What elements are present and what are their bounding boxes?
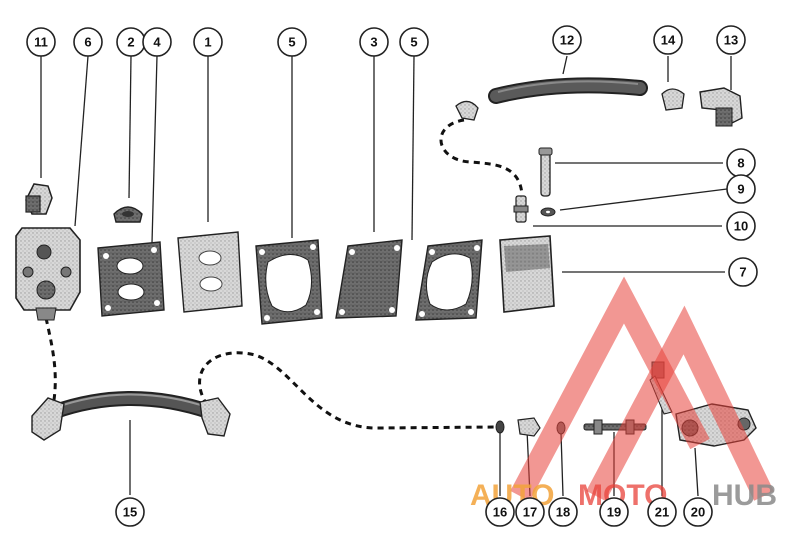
callout-circle bbox=[193, 27, 223, 57]
callout-circle bbox=[515, 497, 545, 527]
callout-circle bbox=[716, 25, 746, 55]
callout-c17: 17 bbox=[515, 497, 545, 527]
part-1-plate bbox=[177, 231, 243, 313]
callout-circle bbox=[142, 27, 172, 57]
callout-number: 2 bbox=[127, 35, 134, 50]
part-9-washer bbox=[540, 207, 556, 217]
callout-number: 5 bbox=[288, 35, 295, 50]
callout-number: 12 bbox=[560, 33, 574, 48]
callout-circle bbox=[653, 25, 683, 55]
callout-c5a: 5 bbox=[277, 27, 307, 57]
callout-c11: 11 bbox=[26, 27, 56, 57]
callout-circle bbox=[647, 497, 677, 527]
callout-c20: 20 bbox=[683, 497, 713, 527]
part-11-elbow-fitting bbox=[25, 183, 53, 215]
callout-circle bbox=[726, 211, 756, 241]
part-4-gasket bbox=[97, 241, 165, 317]
callout-circle bbox=[26, 27, 56, 57]
callout-number: 13 bbox=[724, 33, 738, 48]
part-7-cover bbox=[499, 235, 555, 313]
callout-number: 18 bbox=[556, 505, 570, 520]
callout-circle bbox=[726, 174, 756, 204]
callout-c14: 14 bbox=[653, 25, 683, 55]
callout-circle bbox=[115, 497, 145, 527]
part-2-cap bbox=[113, 206, 143, 223]
callout-c12: 12 bbox=[552, 25, 582, 55]
part-3-diaphragm bbox=[335, 239, 403, 319]
callout-circle bbox=[73, 27, 103, 57]
callout-c16: 16 bbox=[485, 497, 515, 527]
callout-circle bbox=[552, 25, 582, 55]
callout-c18: 18 bbox=[548, 497, 578, 527]
dashed-fuel-routes bbox=[44, 118, 524, 430]
part-15-lower-hose bbox=[31, 391, 231, 441]
callout-c15: 15 bbox=[115, 497, 145, 527]
part-12-hose bbox=[488, 77, 648, 104]
watermark-logo: AUTO MOTO HUB bbox=[470, 276, 777, 512]
part-13-elbow bbox=[699, 87, 743, 127]
callout-circle bbox=[359, 27, 389, 57]
callout-number: 9 bbox=[737, 182, 744, 197]
callout-c9: 9 bbox=[726, 174, 756, 204]
callout-c13: 13 bbox=[716, 25, 746, 55]
callout-number: 10 bbox=[734, 219, 748, 234]
callout-number: 3 bbox=[370, 35, 377, 50]
watermark-triangle-left bbox=[510, 276, 710, 502]
callout-c19: 19 bbox=[599, 497, 629, 527]
callout-number: 5 bbox=[410, 35, 417, 50]
callout-circle bbox=[683, 497, 713, 527]
callout-c21: 21 bbox=[647, 497, 677, 527]
callout-circle bbox=[548, 497, 578, 527]
callout-number: 14 bbox=[661, 33, 676, 48]
callout-number: 1 bbox=[204, 35, 211, 50]
callout-number: 7 bbox=[739, 265, 746, 280]
callout-circle bbox=[599, 497, 629, 527]
callout-number: 20 bbox=[691, 505, 705, 520]
callout-circle bbox=[277, 27, 307, 57]
callout-number: 21 bbox=[655, 505, 669, 520]
callout-number: 15 bbox=[123, 505, 137, 520]
callout-number: 4 bbox=[153, 35, 161, 50]
callout-number: 8 bbox=[737, 156, 744, 171]
callout-circle bbox=[485, 497, 515, 527]
callout-c1: 1 bbox=[193, 27, 223, 57]
callout-c10: 10 bbox=[726, 211, 756, 241]
part-8-screw bbox=[538, 147, 553, 197]
callout-c3: 3 bbox=[359, 27, 389, 57]
callout-number: 19 bbox=[607, 505, 621, 520]
part-5-gasket-left bbox=[255, 239, 323, 325]
callout-c7: 7 bbox=[728, 257, 758, 287]
callout-number: 16 bbox=[493, 505, 507, 520]
callout-c5b: 5 bbox=[399, 27, 429, 57]
callout-c6: 6 bbox=[73, 27, 103, 57]
callout-c4: 4 bbox=[142, 27, 172, 57]
callout-number: 6 bbox=[84, 35, 91, 50]
callout-number: 11 bbox=[34, 35, 48, 50]
part-5-gasket-right bbox=[415, 239, 483, 321]
part-6-pump-body bbox=[15, 227, 81, 321]
part-17-fitting bbox=[517, 417, 541, 437]
callout-circle bbox=[399, 27, 429, 57]
part-16-o-ring bbox=[495, 420, 505, 434]
part-14-clamp bbox=[661, 88, 685, 111]
callout-number: 17 bbox=[523, 505, 537, 520]
hose-clip-upper bbox=[455, 100, 479, 121]
watermark-triangle-right bbox=[586, 305, 774, 502]
callout-c8: 8 bbox=[726, 148, 756, 178]
watermark-text-hub: HUB bbox=[712, 479, 777, 512]
callout-circle bbox=[728, 257, 758, 287]
callout-c2: 2 bbox=[116, 27, 146, 57]
part-10-nipple-fitting bbox=[513, 195, 529, 223]
